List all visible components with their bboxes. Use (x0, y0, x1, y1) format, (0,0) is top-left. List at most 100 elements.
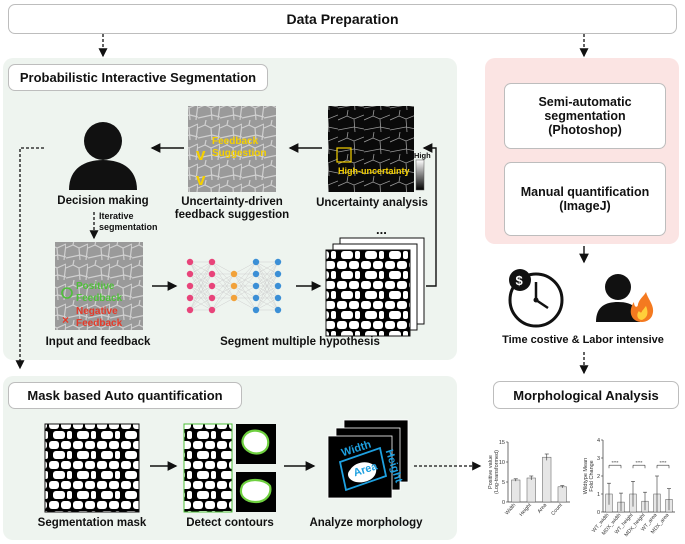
network-edge (189, 261, 213, 311)
y-tick-label: 5 (502, 480, 505, 486)
network-node (230, 294, 238, 302)
worker-fire-icon (596, 274, 654, 322)
network-edge (211, 273, 235, 299)
network-node (252, 270, 260, 278)
chart-fold-change: 01234WT_widthMDX_widthWT_heightMDX_heigh… (583, 438, 675, 538)
y-axis-label: Wildtype Mean (583, 458, 589, 494)
mbaq-title: Mask based Auto quantification (27, 388, 223, 403)
network-node (252, 258, 260, 266)
network-edge (233, 261, 257, 287)
ellipsis-label: ... (376, 222, 387, 237)
network-edge (233, 297, 257, 311)
contour-image (183, 423, 233, 513)
x-tick-label: Height (519, 502, 534, 518)
network-edge (189, 297, 213, 311)
network-node (274, 306, 282, 314)
x-tick-label: Area (537, 502, 549, 514)
bar (511, 479, 521, 503)
network-edge (189, 273, 213, 311)
semi-auto-box: Semi-automatic segmentation (Photoshop) (504, 83, 666, 149)
network-edge (233, 273, 257, 299)
network-node (230, 270, 238, 278)
decision-to-mask-arrow (15, 147, 44, 370)
negative-feedback-label: Negative Feedback (76, 306, 123, 329)
bar (542, 456, 552, 503)
person-icon (69, 122, 137, 190)
network-node (186, 306, 194, 314)
network-node (186, 270, 194, 278)
network-node (274, 282, 282, 290)
network-edge (189, 261, 213, 299)
network-node (208, 294, 216, 302)
network-edge (233, 285, 257, 299)
high-uncertainty-label: High-uncertainty (338, 166, 410, 176)
time-labor-label: Time costive & Labor intensive (502, 334, 664, 346)
network-edge (211, 261, 235, 275)
network-edge (211, 273, 235, 311)
network-node (274, 258, 282, 266)
detect-contours-label: Detect contours (186, 517, 274, 529)
y-tick-label: 4 (597, 438, 600, 444)
network-node (208, 258, 216, 266)
network-edge (255, 261, 279, 287)
segmentation-mask-label: Segmentation mask (37, 517, 147, 529)
y-tick-label: 0 (597, 510, 600, 516)
colorbar (415, 159, 425, 191)
segment-multiple-label: Segment multiple hypothesis (220, 336, 380, 348)
network-edge (211, 273, 235, 287)
network-edge (211, 285, 235, 311)
pis-title: Probabilistic Interactive Segmentation (19, 70, 257, 85)
network-node (186, 258, 194, 266)
hypothesis-to-uncertainty-arrow (422, 143, 437, 287)
input-feedback-label: Input and feedback (45, 336, 151, 348)
input-feedback-image (55, 242, 143, 330)
network-edge (255, 273, 279, 311)
network-edge (189, 261, 213, 275)
network-edge (233, 261, 257, 275)
check-mark-1: v (196, 145, 206, 164)
y-tick-label: 2 (597, 474, 600, 480)
network-node (186, 282, 194, 290)
data-preparation-title: Data Preparation (286, 11, 399, 27)
bar (526, 477, 536, 503)
analyze-morphology-label: Analyze morphology (309, 517, 423, 529)
y-tick-label: 10 (499, 460, 505, 466)
negative-marker: × (62, 313, 69, 327)
network-edge (211, 297, 235, 311)
data-preparation-box: Data Preparation (8, 4, 677, 34)
feedback-suggestion-overlay: Feedback Suggestion (212, 136, 267, 159)
network-node (274, 294, 282, 302)
clock-icon: $ (508, 269, 564, 328)
y-tick-label: 3 (597, 456, 600, 462)
pis-title-box: Probabilistic Interactive Segmentation (8, 64, 268, 91)
y-axis-label: (Log-transformed) (494, 450, 500, 494)
network-edge (255, 297, 279, 311)
segmentation-mask-image (44, 423, 140, 513)
y-tick-label: 15 (499, 440, 505, 446)
network-node (274, 270, 282, 278)
significance-label: **** (611, 460, 618, 465)
manual-quant-box: Manual quantification (ImageJ) (504, 162, 666, 236)
y-axis-label: Positive value (488, 455, 494, 489)
uncertainty-analysis-label: Uncertainty analysis (316, 197, 428, 209)
y-axis-label: Fold Change (589, 460, 595, 492)
network-node (208, 282, 216, 290)
network-edge (255, 261, 279, 311)
svg-text:$: $ (516, 273, 524, 288)
morphology-stack (327, 419, 409, 499)
network-edge (189, 285, 213, 311)
network-node (230, 282, 238, 290)
network-node (252, 294, 260, 302)
network-edge (255, 261, 279, 275)
neural-network-icon (186, 258, 282, 314)
y-tick-label: 0 (502, 500, 505, 506)
morph-title-box: Morphological Analysis (493, 381, 679, 409)
colorbar-high-label: High (414, 151, 431, 160)
decision-making-label: Decision making (57, 195, 149, 207)
check-mark-2: v (196, 170, 206, 189)
network-edge (189, 261, 213, 287)
network-node (252, 282, 260, 290)
y-tick-label: 1 (597, 492, 600, 498)
network-edge (255, 285, 279, 311)
